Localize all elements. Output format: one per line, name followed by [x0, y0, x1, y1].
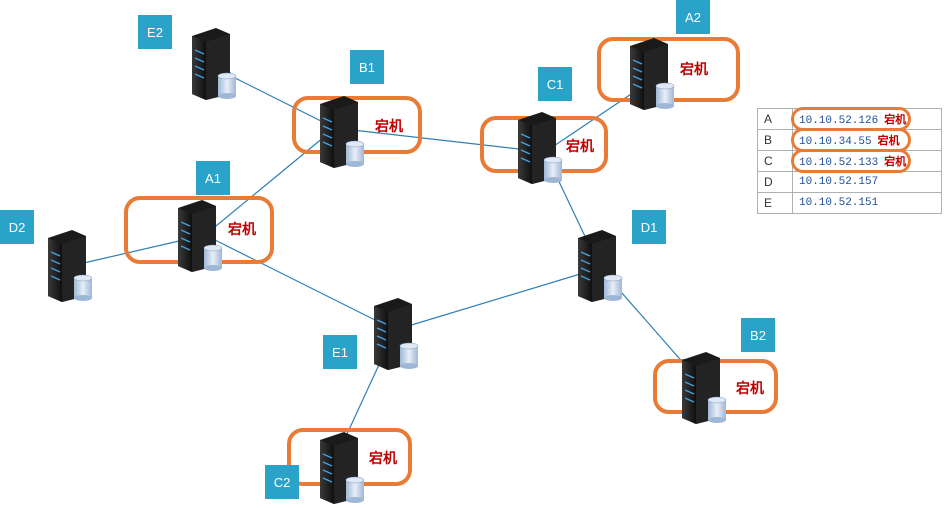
node-label-d2: D2 [0, 210, 34, 244]
node-b1-down-text: 宕机 [375, 119, 403, 135]
server-d2-icon[interactable] [42, 230, 98, 302]
ip-table-row: D 10.10.52.157 [757, 171, 942, 193]
ip-table-row: E 10.10.52.151 [757, 192, 942, 214]
node-b2-down-text: 宕机 [736, 381, 764, 397]
link-b1-e2 [222, 71, 336, 129]
ip-table-key: B [757, 129, 793, 151]
link-a1-e1 [204, 234, 396, 331]
ip-address: 10.10.52.126 [799, 115, 879, 127]
node-label-b2: B2 [741, 318, 775, 352]
ip-address: 10.10.52.157 [799, 176, 879, 188]
ip-table-down-highlight [791, 149, 911, 173]
link-d1-e1 [394, 267, 601, 332]
server-b1-icon[interactable] [314, 96, 370, 168]
ip-table-key: D [757, 171, 793, 193]
node-label-c1: C1 [538, 67, 572, 101]
node-c2-down-text: 宕机 [369, 451, 397, 467]
ip-table-key: A [757, 108, 793, 130]
ip-table-ip-cell: 10.10.34.55 宕机 [791, 128, 942, 152]
node-a1-down-text: 宕机 [228, 222, 256, 238]
node-label-a1: A1 [196, 161, 230, 195]
ip-table-ip-cell: 10.10.52.151 [792, 192, 942, 214]
server-d1-icon[interactable] [572, 230, 628, 302]
server-e2-icon[interactable] [186, 28, 242, 100]
node-a2-down-text: 宕机 [680, 62, 708, 78]
ip-table-ip-cell: 10.10.52.157 [792, 171, 942, 193]
node-label-e2: E2 [138, 15, 172, 49]
ip-address: 10.10.34.55 [799, 136, 872, 148]
ip-table-row: B 10.10.34.55 宕机 [757, 128, 942, 152]
node-label-d1: D1 [632, 210, 666, 244]
node-label-e1: E1 [323, 335, 357, 369]
node-label-c2: C2 [265, 465, 299, 499]
link-a1-b1 [204, 127, 336, 236]
server-e1-icon[interactable] [368, 298, 424, 370]
server-b2-icon[interactable] [676, 352, 732, 424]
node-c1-down-text: 宕机 [566, 139, 594, 155]
link-b1-c1 [334, 127, 546, 155]
server-a1-icon[interactable] [172, 200, 228, 272]
node-label-b1: B1 [350, 50, 384, 84]
ip-table-down-text: 宕机 [877, 134, 900, 147]
ip-table-key: C [757, 150, 793, 172]
server-a2-icon[interactable] [624, 38, 680, 110]
ip-address: 10.10.52.151 [799, 197, 879, 209]
node-label-a2: A2 [676, 0, 710, 34]
server-c2-icon[interactable] [314, 432, 370, 504]
server-c1-icon[interactable] [512, 112, 568, 184]
ip-address: 10.10.52.133 [799, 157, 879, 169]
ip-table-key: E [757, 192, 793, 214]
